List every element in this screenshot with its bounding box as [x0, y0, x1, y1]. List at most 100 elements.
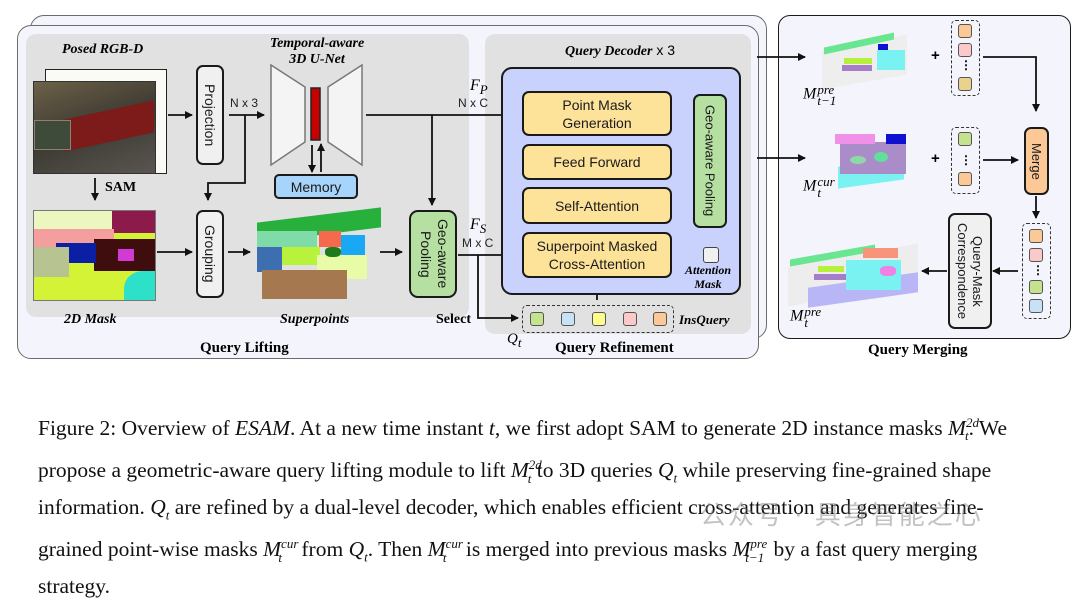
pc-object	[844, 58, 872, 64]
memory-label: Memory	[290, 178, 342, 195]
query-decoder-title: Query Decoder x 3	[565, 42, 675, 60]
m-cur-symbol: M	[803, 177, 817, 195]
sp-region	[282, 247, 320, 265]
arrow-projection-grouping	[204, 115, 246, 201]
connector-lines	[91, 53, 1040, 322]
unet-bottleneck	[310, 87, 321, 141]
geo-pooling-decoder-block: Geo-aware Pooling	[693, 94, 727, 228]
insquery-token	[561, 312, 575, 326]
merge-block: Merge	[1024, 127, 1049, 195]
table-shape	[34, 120, 71, 150]
m-cur-sub: t	[817, 185, 821, 200]
self-attention-block: Self-Attention	[522, 187, 672, 224]
mask2d-image	[33, 210, 156, 301]
caption-math: cur	[281, 536, 299, 552]
caption-model: ESAM	[235, 416, 290, 441]
fp-subscript: P	[479, 82, 488, 98]
pc-object	[874, 152, 888, 162]
unet-encoder	[270, 63, 306, 167]
caption-text: from	[296, 537, 349, 562]
caption-prefix: Figure 2: Overview of	[38, 416, 236, 441]
sp-region	[257, 231, 317, 247]
caption-math: t	[488, 416, 495, 441]
feed-forward-label: Feed Forward	[553, 154, 641, 170]
cur-query-token	[958, 172, 972, 186]
pc-object	[850, 156, 866, 164]
merged-query-token	[1029, 229, 1043, 243]
pc-object	[886, 134, 906, 144]
sp-region	[262, 270, 347, 299]
m-prev-pointcloud	[822, 32, 907, 90]
prev-query-token	[958, 77, 972, 91]
insquery-token	[623, 312, 637, 326]
unet-label-line1: Temporal-aware	[269, 36, 365, 51]
m-prev-symbol: M	[803, 85, 817, 103]
posed-rgbd-label: Posed RGB-D	[62, 42, 144, 57]
prev-query-token	[958, 24, 972, 38]
merged-query-token	[1029, 299, 1043, 313]
cur-ellipsis: ⋮	[960, 153, 972, 167]
feed-forward-block: Feed Forward	[522, 144, 672, 180]
figure-caption: Figure 2: Overview of ESAM. At a new tim…	[38, 408, 1048, 601]
fp-symbol: F	[470, 77, 480, 94]
query-lifting-title: Query Lifting	[200, 340, 289, 356]
m-cur-pointcloud	[830, 132, 910, 189]
query-refinement-title: Query Refinement	[555, 340, 674, 356]
attention-mask-line1: Attention	[684, 263, 731, 277]
attention-mask-label: Attention Mask	[678, 263, 738, 291]
caption-math: t	[165, 507, 170, 523]
caption-math: t−1	[745, 549, 765, 565]
correspondence-label: Query-Mask Correspondence	[955, 222, 985, 320]
caption-math: t	[364, 549, 368, 565]
sp-region	[257, 247, 282, 272]
mask-region	[34, 247, 69, 277]
unet-decoder	[327, 63, 363, 167]
caption-text: . We propose a geometric-aware query lif…	[38, 416, 1008, 483]
arrow-prev-merge	[983, 56, 1040, 112]
caption-math: Q	[348, 537, 365, 562]
sp-region	[319, 231, 341, 247]
sp-region	[325, 247, 341, 257]
caption-math: t	[527, 470, 532, 486]
prev-ellipsis: ⋮	[960, 58, 972, 72]
mask-region	[118, 249, 134, 261]
insquery-group	[522, 305, 674, 333]
mask-region	[112, 211, 155, 233]
pc-object	[842, 65, 872, 71]
caption-math: M	[732, 537, 751, 562]
self-attention-label: Self-Attention	[554, 197, 640, 214]
m-new-sub: t	[804, 315, 808, 330]
superpoints-image	[257, 207, 381, 299]
caption-math: Q	[150, 494, 166, 519]
prev-query-token	[958, 43, 972, 57]
mask-region	[34, 211, 114, 229]
prev-query-group	[951, 20, 980, 96]
watermark: 公众号 · 具身智能之心	[700, 501, 983, 531]
caption-text: to 3D queries	[531, 458, 658, 483]
m-cur-sup: cur	[817, 174, 835, 189]
unet-label-line2: 3D U-Net	[289, 52, 345, 67]
merge-label: Merge	[1029, 142, 1044, 180]
mask-region	[124, 271, 155, 300]
merged-query-token	[1029, 280, 1043, 294]
pc-wall	[835, 134, 875, 144]
m-prev-sub: t−1	[817, 93, 837, 108]
arrow-select-insquery	[477, 255, 519, 322]
caption-math: t	[442, 549, 447, 565]
caption-math: t	[278, 549, 283, 565]
attention-mask-square	[703, 247, 719, 263]
m-new-symbol: M	[790, 307, 804, 325]
insquery-token	[653, 312, 667, 326]
caption-math: 2d	[528, 457, 542, 473]
qt-label: Qt	[507, 331, 521, 351]
merged-query-group	[1022, 223, 1051, 319]
merged-ellipsis: ⋮	[1032, 263, 1044, 277]
query-decoder-repeat: x 3	[656, 42, 676, 58]
nx3-label: N x 3	[230, 96, 259, 110]
insquery-token	[530, 312, 544, 326]
